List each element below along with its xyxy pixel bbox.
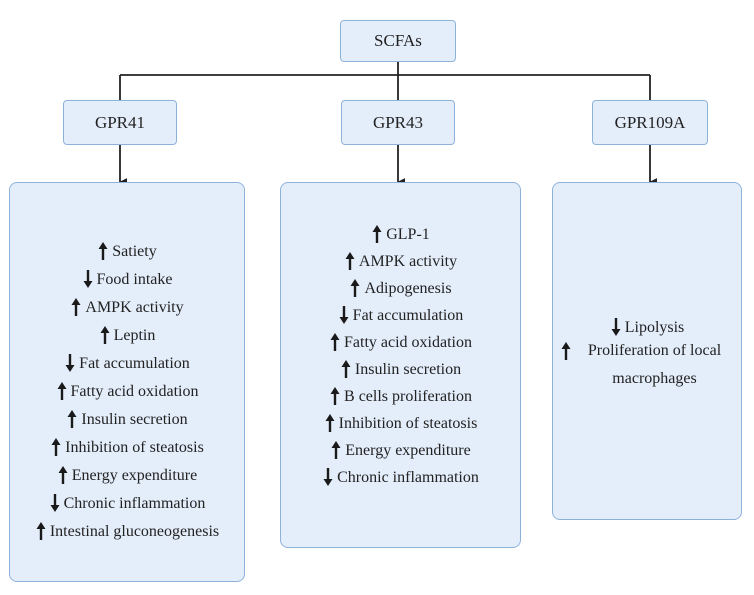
effect-item: AMPK activity	[70, 289, 184, 317]
up-arrow-icon	[66, 409, 78, 429]
effect-item: B cells proliferation	[329, 379, 472, 406]
effect-item: Fatty acid oxidation	[56, 373, 199, 401]
effect-item: Satiety	[97, 233, 157, 261]
effect-item: Insulin secretion	[66, 401, 188, 429]
up-arrow-icon	[35, 521, 47, 541]
down-arrow-icon	[338, 305, 350, 325]
effect-text: Leptin	[113, 327, 156, 344]
effect-text: Food intake	[96, 271, 173, 288]
receptor-label-gpr41: GPR41	[94, 112, 146, 132]
effect-text: GLP-1	[386, 226, 430, 243]
effect-item: Lipolysis	[610, 309, 685, 337]
effect-text: AMPK activity	[358, 253, 458, 270]
receptor-node-gpr43: GPR43	[341, 100, 455, 145]
up-arrow-icon	[97, 241, 109, 261]
effect-item: Insulin secretion	[340, 352, 461, 379]
effect-item: Food intake	[82, 261, 173, 289]
effect-item: Energy expenditure	[57, 457, 197, 485]
root-node-scfas: SCFAs	[340, 20, 456, 62]
down-arrow-icon	[82, 269, 94, 289]
up-arrow-icon	[329, 386, 341, 406]
root-label: SCFAs	[374, 31, 422, 50]
up-arrow-icon	[324, 413, 336, 433]
effect-item: GLP-1	[371, 217, 430, 244]
effects-panel-gpr41: Satiety Food intake AMPK activity Leptin…	[9, 182, 245, 582]
effect-item: Chronic inflammation	[49, 485, 206, 513]
effect-text: Fat accumulation	[352, 307, 464, 324]
down-arrow-icon	[322, 467, 334, 487]
effect-text: Satiety	[112, 243, 157, 260]
effect-text: Adipogenesis	[364, 280, 452, 297]
effect-text: Lipolysis	[624, 319, 685, 336]
effect-text: Inhibition of steatosis	[65, 439, 204, 456]
up-arrow-icon	[57, 465, 69, 485]
effect-text: Chronic inflammation	[337, 469, 479, 486]
up-arrow-icon	[560, 341, 572, 361]
effect-item: Inhibition of steatosis	[50, 429, 204, 457]
effects-panel-gpr109a: Lipolysis Proliferation of local macroph…	[552, 182, 742, 520]
effect-text: Fat accumulation	[79, 355, 190, 372]
effect-text: B cells proliferation	[344, 388, 472, 405]
effect-item: Intestinal gluconeogenesis	[35, 513, 219, 541]
effects-list-gpr41: Satiety Food intake AMPK activity Leptin…	[10, 233, 244, 541]
effect-item: Fatty acid oxidation	[329, 325, 472, 352]
effect-text: Fatty acid oxidation	[70, 383, 199, 400]
up-arrow-icon	[99, 325, 111, 345]
effect-text: AMPK activity	[85, 299, 184, 316]
receptor-label-gpr43: GPR43	[372, 112, 424, 132]
effect-text: Intestinal gluconeogenesis	[49, 523, 220, 540]
effect-text: Insulin secretion	[354, 361, 462, 378]
down-arrow-icon	[49, 493, 61, 513]
receptor-node-gpr41: GPR41	[63, 100, 177, 145]
effect-text: Energy expenditure	[71, 467, 198, 484]
up-arrow-icon	[349, 278, 361, 298]
effect-item: Adipogenesis	[349, 271, 452, 298]
effects-panel-gpr43: GLP-1 AMPK activity Adipogenesis Fat acc…	[280, 182, 521, 548]
effect-item: Proliferation of local macrophages	[560, 337, 735, 393]
up-arrow-icon	[70, 297, 82, 317]
up-arrow-icon	[330, 440, 342, 460]
down-arrow-icon	[64, 353, 76, 373]
effect-item: Chronic inflammation	[322, 460, 479, 487]
effect-text: Insulin secretion	[81, 411, 188, 428]
up-arrow-icon	[340, 359, 352, 379]
effect-text: Chronic inflammation	[63, 495, 206, 512]
effect-item: Inhibition of steatosis	[324, 406, 478, 433]
effect-item: Fat accumulation	[338, 298, 464, 325]
down-arrow-icon	[610, 317, 622, 337]
up-arrow-icon	[50, 437, 62, 457]
effects-list-gpr109a: Lipolysis Proliferation of local macroph…	[553, 309, 741, 393]
effect-text: Energy expenditure	[345, 442, 471, 459]
effect-item: Energy expenditure	[330, 433, 471, 460]
up-arrow-icon	[344, 251, 356, 271]
effect-text: Fatty acid oxidation	[344, 334, 472, 351]
effect-text: Inhibition of steatosis	[338, 415, 478, 432]
up-arrow-icon	[371, 224, 383, 244]
effect-item: Fat accumulation	[64, 345, 190, 373]
effect-item: Leptin	[99, 317, 156, 345]
effects-list-gpr43: GLP-1 AMPK activity Adipogenesis Fat acc…	[281, 217, 520, 487]
up-arrow-icon	[56, 381, 68, 401]
receptor-label-gpr109a: GPR109A	[614, 112, 686, 132]
up-arrow-icon	[329, 332, 341, 352]
effect-item: AMPK activity	[344, 244, 457, 271]
effect-text: Proliferation of local macrophages	[587, 342, 722, 387]
receptor-node-gpr109a: GPR109A	[592, 100, 708, 145]
